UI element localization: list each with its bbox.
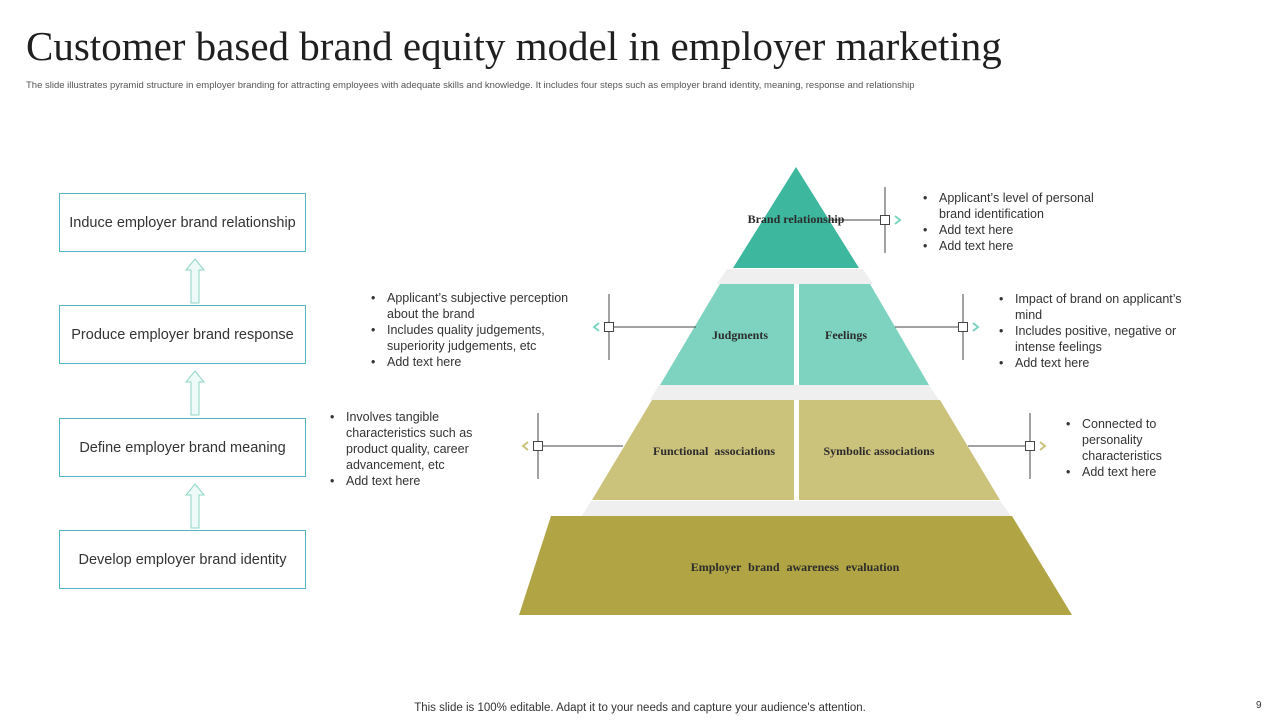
tier-label-base: Employer brand awareness evaluation: [690, 560, 900, 574]
up-arrow-icon: [185, 370, 205, 416]
tier-label-functional: Functional associations: [652, 444, 775, 458]
callout-judgments: Applicant’s subjective perception about …: [368, 290, 590, 370]
list-item: Add text here: [920, 222, 1120, 238]
chevron-right-icon: [972, 322, 980, 332]
list-item: Includes quality judgements, superiority…: [368, 322, 590, 354]
list-item: Impact of brand on applicant’s mind: [996, 291, 1202, 323]
page-number: 9: [1256, 700, 1262, 711]
chevron-left-icon: [592, 322, 600, 332]
connector-node: [604, 322, 614, 332]
up-arrow-icon: [185, 483, 205, 529]
chevron-right-icon: [1039, 441, 1047, 451]
list-item: Add text here: [327, 473, 497, 489]
list-item: Connected to personality characteristics: [1063, 416, 1191, 464]
callout-feelings: Impact of brand on applicant’s mind Incl…: [996, 291, 1202, 371]
connector-node: [880, 215, 890, 225]
footer-note: This slide is 100% editable. Adapt it to…: [414, 702, 866, 714]
pyramid-top-tier: [733, 167, 859, 268]
page-title: Customer based brand equity model in emp…: [26, 23, 1002, 69]
list-item: Applicant’s subjective perception about …: [368, 290, 590, 322]
chevron-left-icon: [521, 441, 529, 451]
tier-label-judgments: Judgments: [711, 328, 768, 342]
connector-node: [533, 441, 543, 451]
step-box-relationship: Induce employer brand relationship: [59, 193, 306, 252]
pyramid-symbolic-tier: [799, 400, 1000, 500]
pyramid-gap-band: [582, 501, 1011, 516]
pyramid-functional-tier: [592, 400, 794, 500]
connector-node: [958, 322, 968, 332]
step-box-identity: Develop employer brand identity: [59, 530, 306, 589]
list-item: Add text here: [996, 355, 1202, 371]
list-item: Includes positive, negative or intense f…: [996, 323, 1202, 355]
tier-label-brand-relationship: Brand relationship: [747, 212, 845, 226]
callout-symbolic: Connected to personality characteristics…: [1063, 416, 1191, 480]
callout-relationship: Applicant’s level of personal brand iden…: [920, 190, 1120, 254]
pyramid-judgments-tier: [660, 284, 794, 385]
tier-label-symbolic: Symbolic associations: [823, 444, 935, 458]
list-item: Applicant’s level of personal brand iden…: [920, 190, 1120, 222]
chevron-right-icon: [894, 215, 902, 225]
list-item: Involves tangible characteristics such a…: [327, 409, 497, 473]
pyramid-gap-band: [650, 385, 939, 400]
pyramid-base-tier: [519, 516, 1072, 615]
list-item: Add text here: [368, 354, 590, 370]
list-item: Add text here: [920, 238, 1120, 254]
up-arrow-icon: [185, 258, 205, 304]
pyramid-gap-band: [717, 269, 873, 284]
list-item: Add text here: [1063, 464, 1191, 480]
tier-label-feelings: Feelings: [825, 328, 867, 342]
step-box-response: Produce employer brand response: [59, 305, 306, 364]
page-subtitle: The slide illustrates pyramid structure …: [26, 80, 915, 91]
callout-functional: Involves tangible characteristics such a…: [327, 409, 497, 489]
step-box-meaning: Define employer brand meaning: [59, 418, 306, 477]
pyramid-feelings-tier: [799, 284, 929, 385]
connector-node: [1025, 441, 1035, 451]
